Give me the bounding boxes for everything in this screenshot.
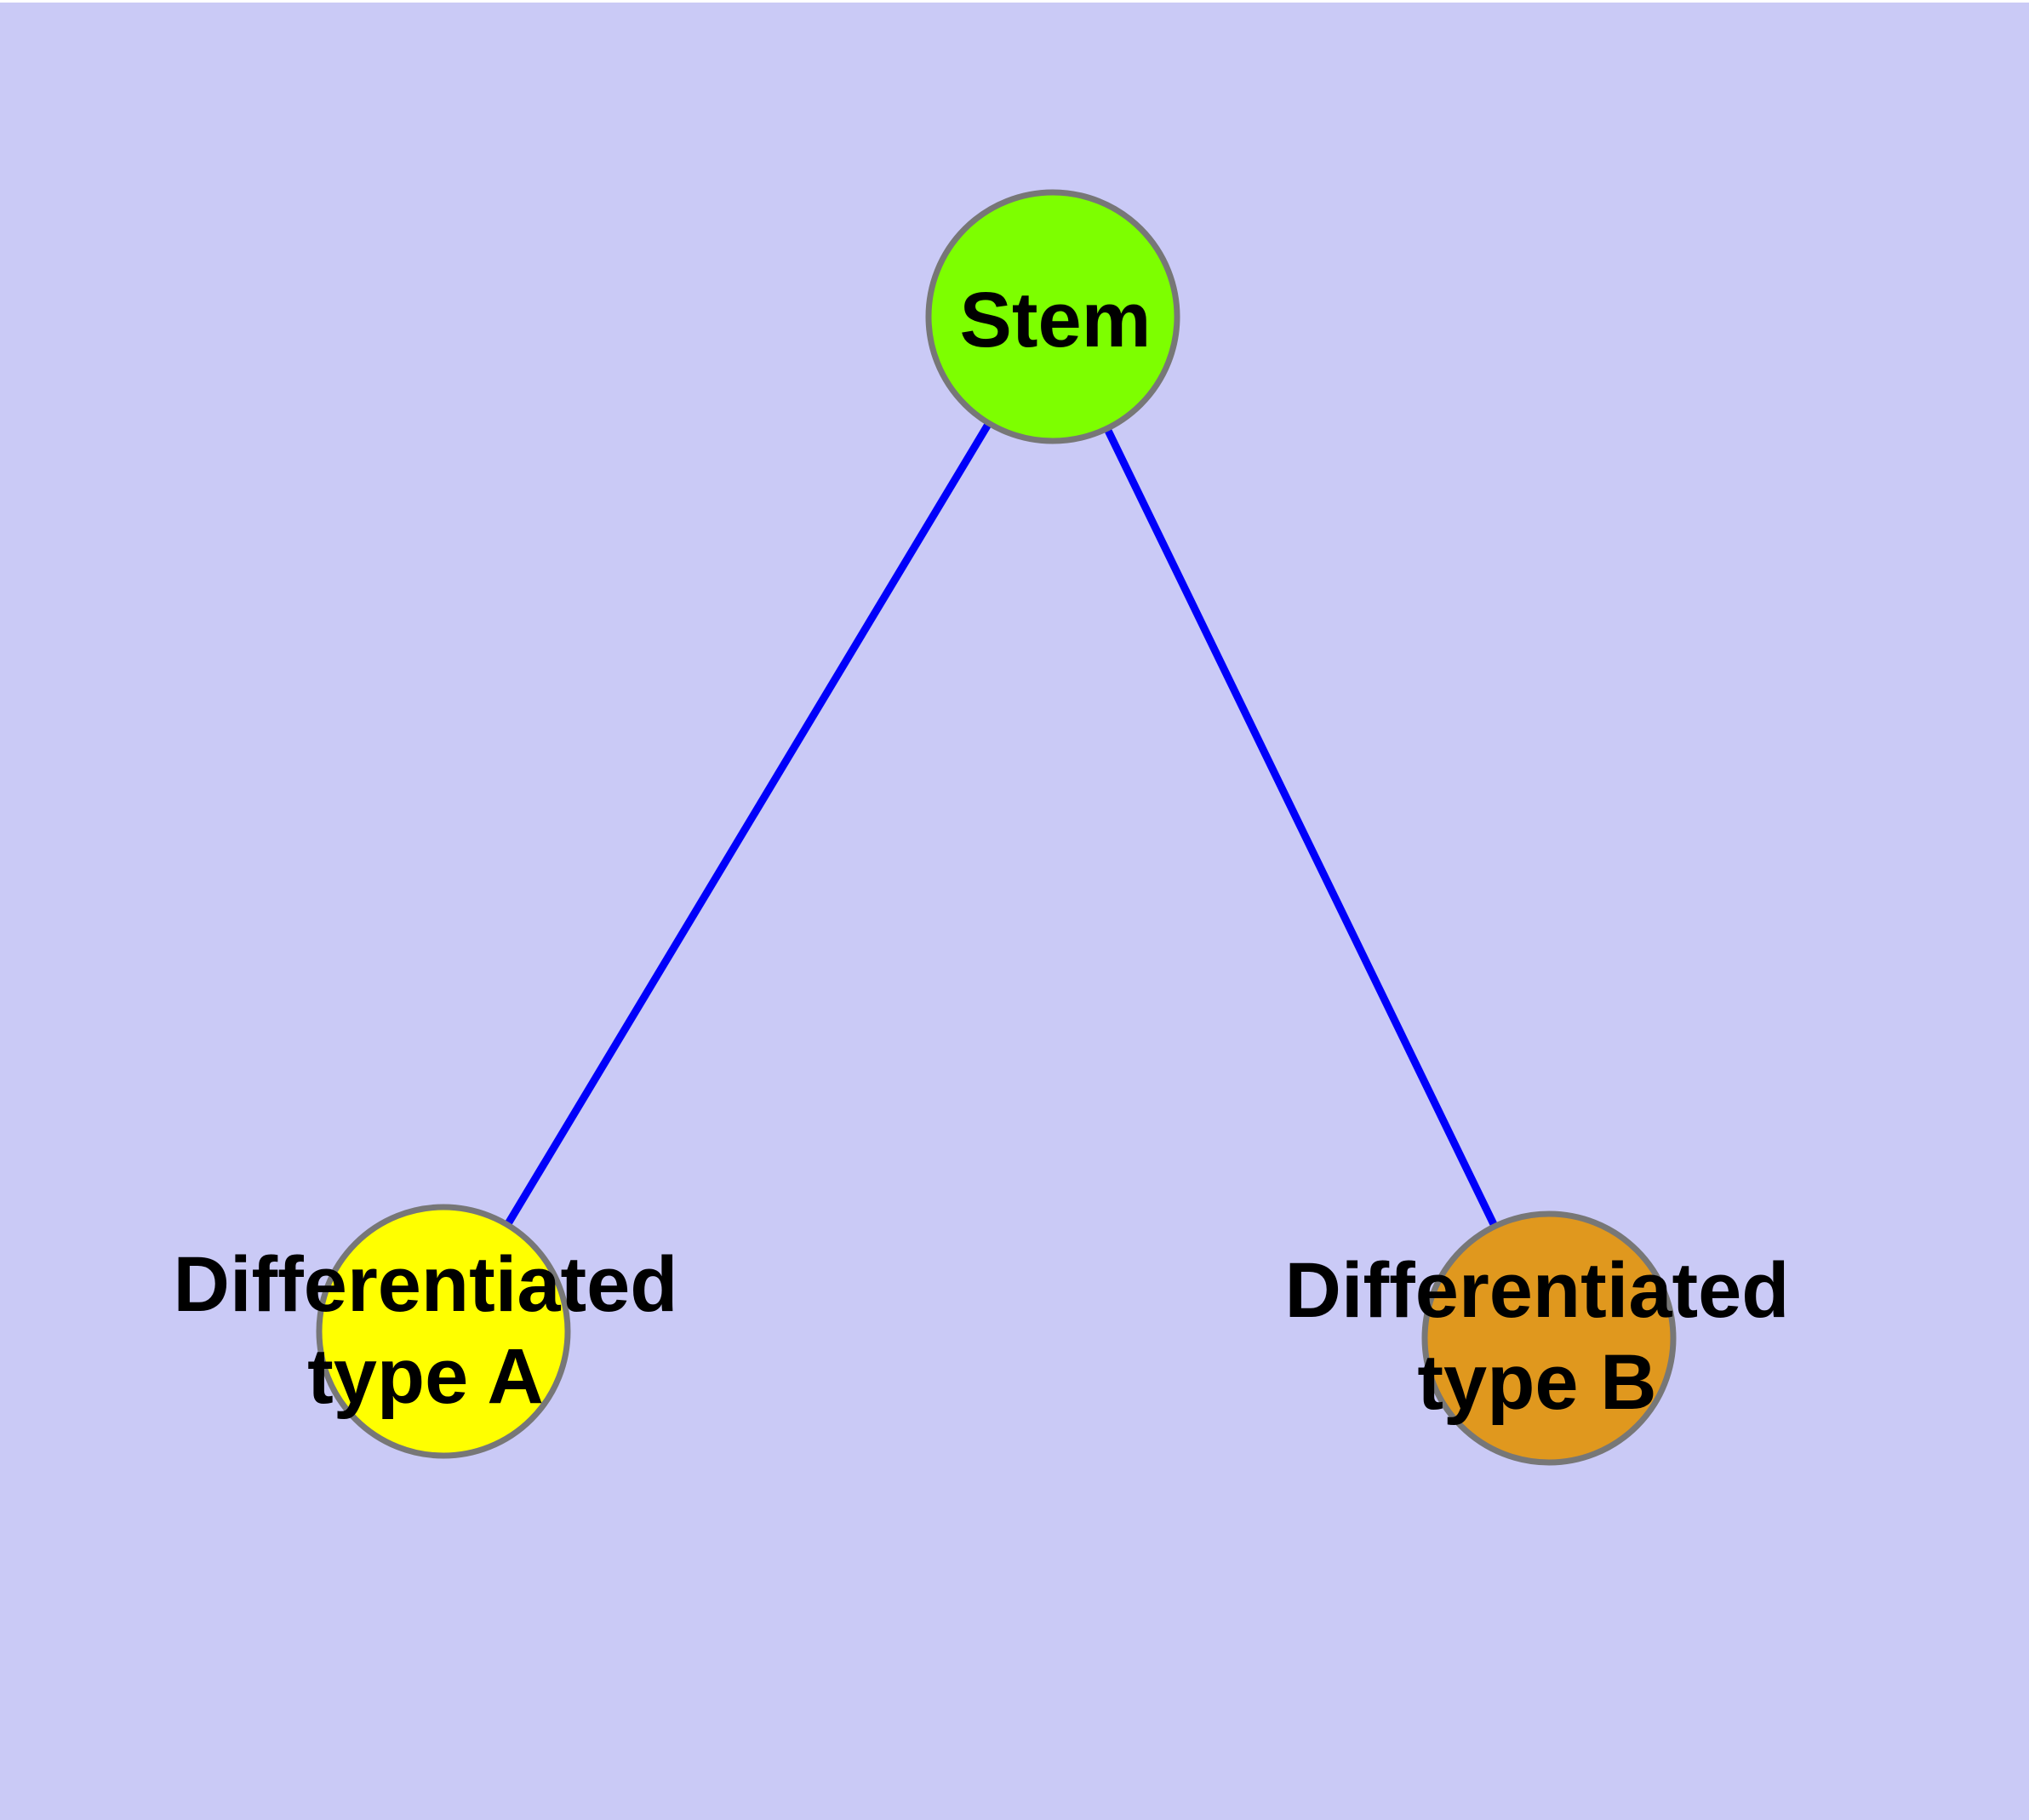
node-stem-label: Stem [959, 277, 1152, 363]
edge-stem-to-type-a [440, 314, 1056, 1334]
node-type-b-label-line1: Differentiated [1284, 1247, 1790, 1334]
node-type-b-label-line2: type B [1417, 1339, 1657, 1426]
top-margin-strip [0, 0, 2029, 3]
node-type-b-circle [1421, 1210, 1677, 1466]
node-type-b-label: Differentiated type B [1285, 1245, 1790, 1428]
node-type-a-label-line1: Differentiated [173, 1241, 678, 1328]
node-stem-circle [925, 189, 1180, 444]
node-type-a-label: Differentiated type A [174, 1239, 678, 1422]
node-type-a-label-line2: type A [307, 1333, 544, 1420]
edge-stem-to-type-b [1049, 315, 1553, 1340]
node-type-a-circle [316, 1204, 571, 1459]
